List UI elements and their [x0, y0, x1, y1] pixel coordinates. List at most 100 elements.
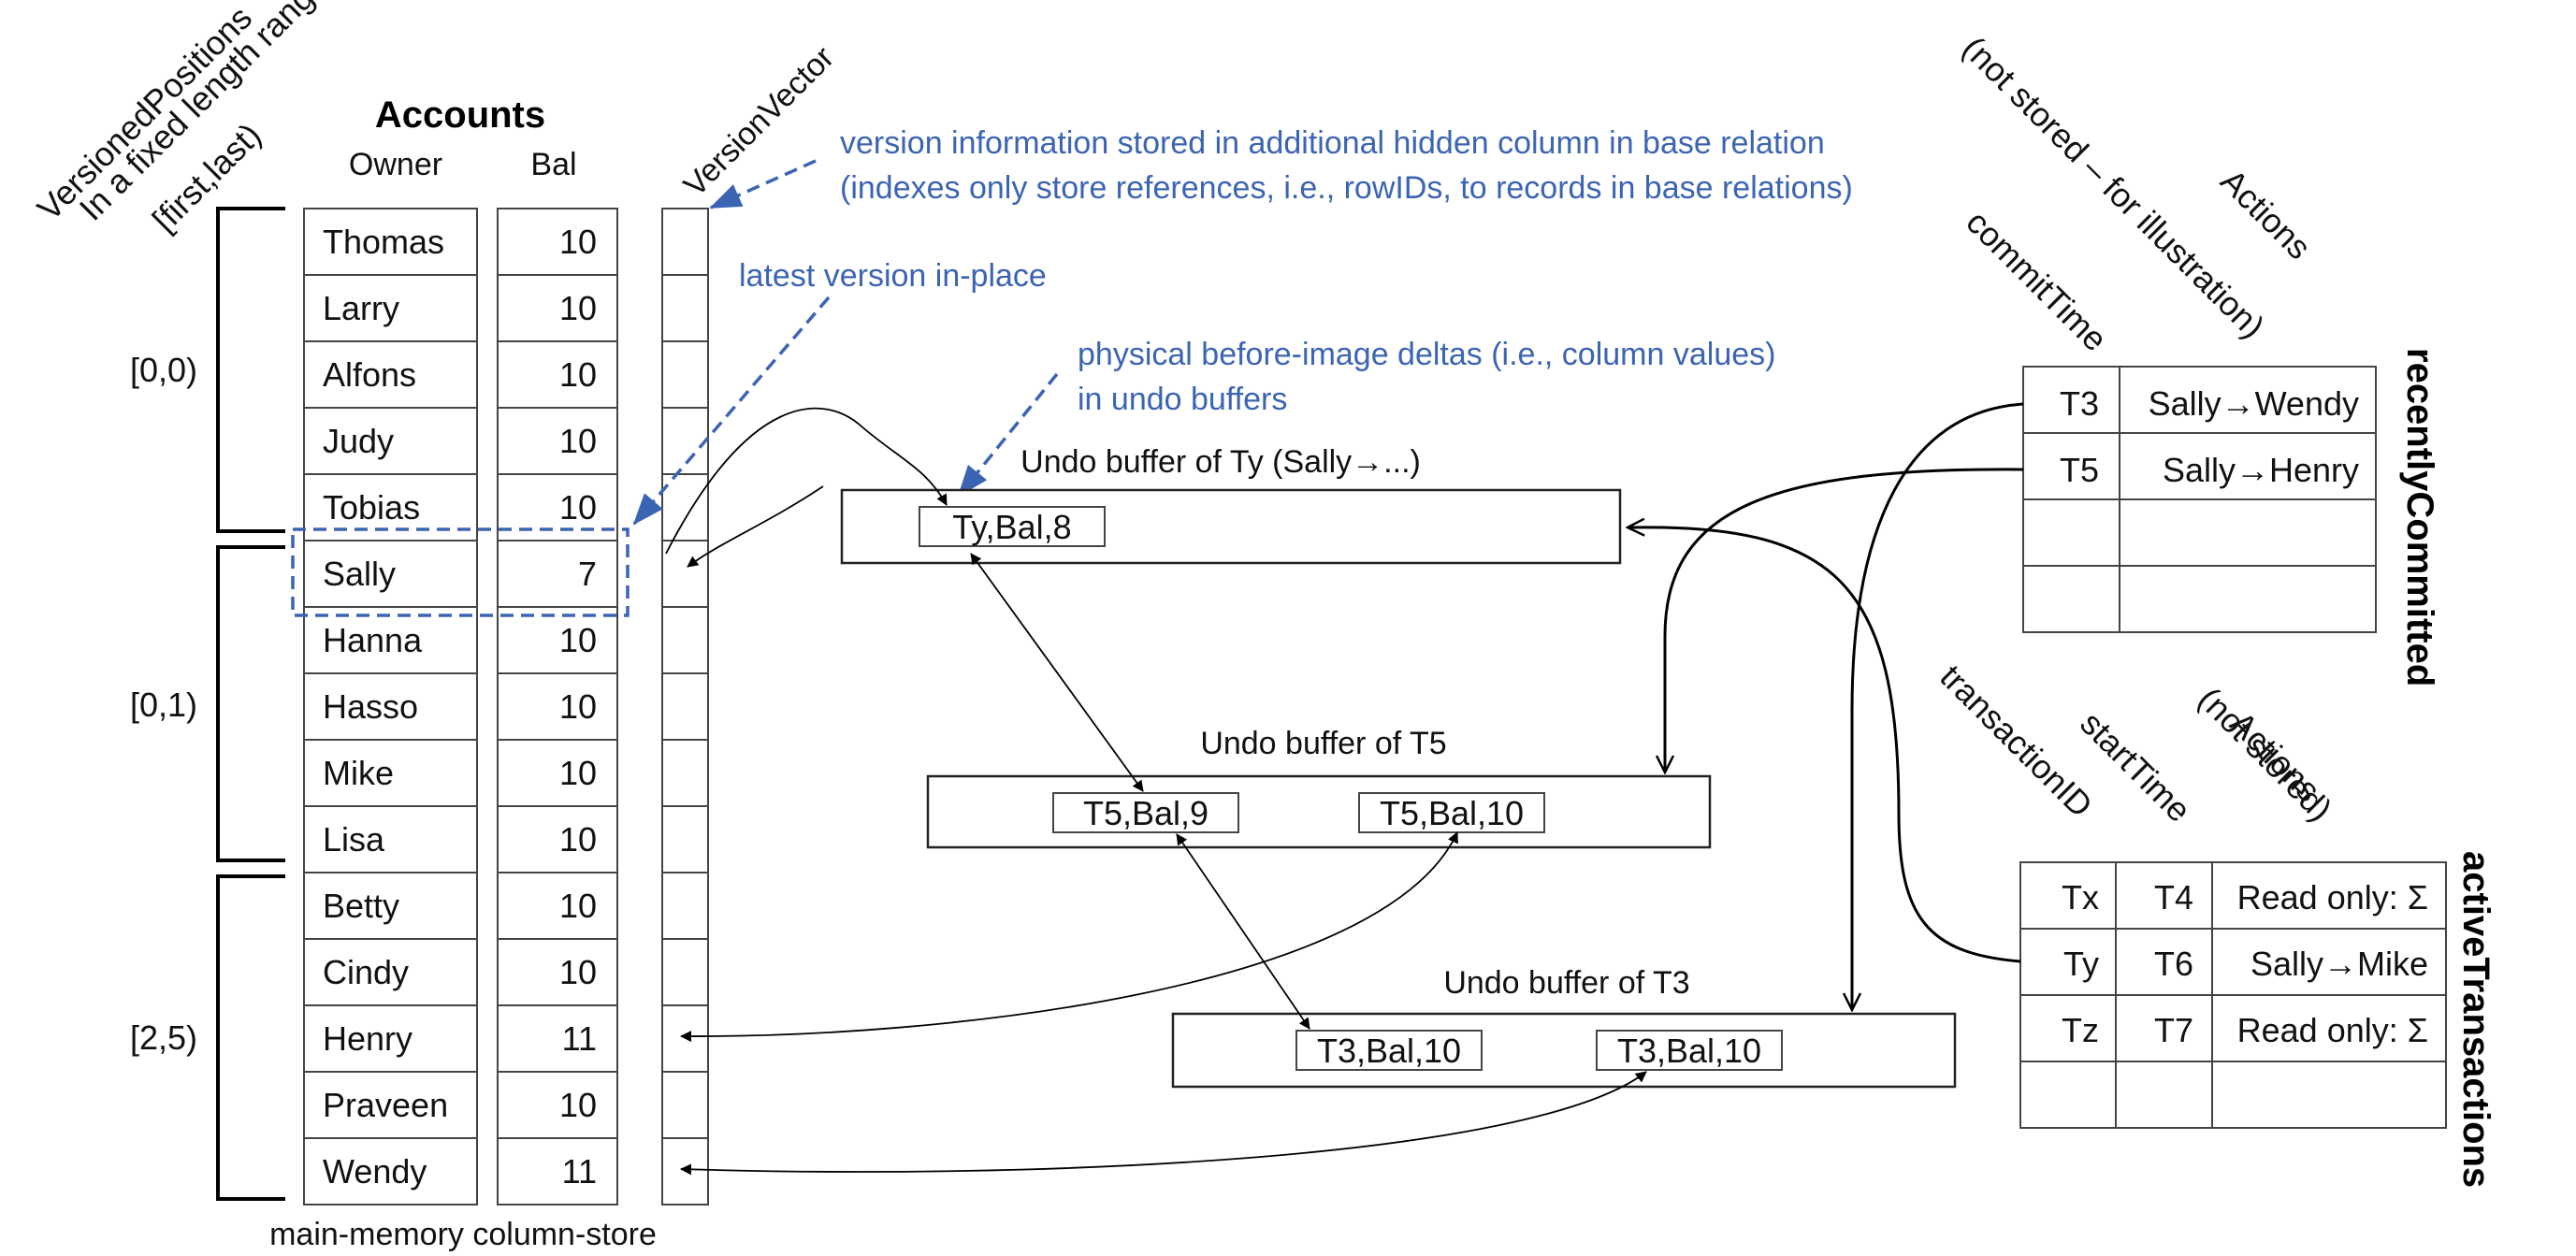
versioned-positions-title: VersionedPositions [30, 0, 260, 228]
version-vector-header: VersionVector [677, 39, 841, 203]
bal-value: 7 [578, 555, 597, 593]
owner-column-header: Owner [349, 147, 442, 182]
bal-cell [497, 739, 618, 807]
at-id-tx: Tx [2062, 878, 2099, 917]
undo-buffer-t3: Undo buffer of T3 T3,Bal,10 T3,Bal,10 [1171, 965, 1957, 1089]
at-id-tz: Tz [2062, 1011, 2099, 1049]
bal-column-header: Bal [530, 147, 576, 182]
bal-cell [497, 473, 618, 541]
owner-cell [303, 805, 478, 873]
bal-value: 10 [559, 820, 597, 859]
latest-in-place-note: latest version in-place [739, 258, 1047, 294]
active-transactions-label: activeTransactions [2455, 851, 2496, 1188]
latest-in-place-arrow [632, 296, 831, 526]
undo-buffer-t3-box [1171, 1012, 1957, 1089]
bal-cell [497, 208, 618, 276]
rc-cell-time-3 [2022, 498, 2120, 567]
recently-committed-table: commitTime Actions (not stored – for ill… [1955, 29, 2440, 687]
range-bracket-3 [216, 874, 285, 1201]
owner-cell [303, 540, 478, 608]
version-vector-cell [661, 340, 709, 409]
bal-cell [497, 805, 618, 873]
bal-value: 10 [559, 887, 597, 925]
version-chain-arrows [665, 402, 2024, 1176]
version-vector-cell [661, 805, 709, 873]
at-cell-start-4 [2115, 1061, 2213, 1129]
undo-entry-t3-bal-10-b-text: T3,Bal,10 [1617, 1032, 1761, 1070]
owner-cell [303, 340, 478, 409]
version-vector-cell [661, 739, 709, 807]
undo-buffer-t5: Undo buffer of T5 T5,Bal,9 T5,Bal,10 [926, 726, 1712, 849]
version-vector-cell [661, 407, 709, 475]
bal-cell [497, 274, 618, 342]
range-label-3: [2,5) [130, 1018, 197, 1057]
at-cell-start-3 [2115, 994, 2213, 1062]
at-start-t7: T7 [2154, 1011, 2193, 1049]
undo-entry-t3-bal-10-b [1596, 1030, 1783, 1071]
accounts-title: Accounts [375, 94, 545, 136]
owner-cell [303, 1004, 478, 1073]
rc-time-t5: T5 [2060, 451, 2099, 489]
bal-value: 10 [559, 1086, 597, 1124]
deltas-note-line1: physical before-image deltas (i.e., colu… [1078, 337, 1775, 372]
owner-value: Tobias [323, 488, 420, 527]
bal-value: 11 [562, 1152, 597, 1191]
arrow-t5-to-henry [680, 831, 1458, 1043]
owner-value: Sally [323, 555, 396, 593]
arrow-sally-to-ty-entry [665, 407, 948, 555]
owner-cell [303, 1071, 478, 1139]
rc-cell-time-2 [2022, 432, 2120, 500]
bal-value: 10 [559, 621, 597, 659]
owner-value: Judy [323, 422, 394, 460]
arrow-t3-to-wendy [680, 1071, 1647, 1176]
at-cell-start-2 [2115, 928, 2213, 996]
arrow-ty-to-t5-bal-9 [970, 553, 1144, 792]
start-time-header: startTime [2073, 704, 2198, 830]
owner-value: Thomas [323, 223, 444, 261]
column-store-caption: main-memory column-store [269, 1217, 657, 1251]
bal-value: 10 [559, 953, 597, 991]
owner-cell [303, 872, 478, 940]
active-transactions-table: transactionID startTime Actions (not sto… [1932, 657, 2496, 1189]
owner-value: Betty [323, 887, 399, 925]
range-brackets: [0,0) [0,1) [2,5) [130, 207, 285, 1201]
undo-entry-t5-bal-9-text: T5,Bal,9 [1083, 794, 1208, 832]
at-actions-note: (not stored) [2191, 680, 2339, 829]
undo-buffer-ty: Undo buffer of Ty (Sally→...) Ty,Bal,8 [840, 444, 1622, 565]
bal-cell [497, 872, 618, 940]
bal-value: 10 [559, 355, 597, 394]
range-bracket-2 [216, 545, 285, 862]
arrow-at-ty-to-undo-ty [1628, 527, 2021, 963]
version-vector-cell [661, 872, 709, 940]
owner-cell [303, 1137, 478, 1205]
rc-action-sally-wendy: Sally→Wendy [2149, 384, 2359, 423]
versioned-positions-header: VersionedPositions In a fixed length ran… [30, 0, 335, 239]
bal-cell [497, 606, 618, 674]
undo-entry-t5-bal-10 [1358, 792, 1545, 833]
deltas-note-line2: in undo buffers [1078, 382, 1287, 417]
bal-value: 10 [559, 754, 597, 792]
bal-value: 10 [559, 488, 597, 527]
at-action-read-only-2: Read only: Σ [2237, 1011, 2428, 1049]
owner-cell [303, 672, 478, 741]
recently-committed-label: recentlyCommitted [2399, 348, 2440, 686]
rc-cell-time-4 [2022, 565, 2120, 633]
version-vector-cell [661, 208, 709, 276]
commit-time-header: commitTime [1959, 203, 2115, 359]
at-cell-id-4 [2019, 1061, 2117, 1129]
bal-cell [497, 340, 618, 409]
owner-cell [303, 606, 478, 674]
owner-value: Mike [323, 754, 394, 792]
owner-cell [303, 274, 478, 342]
rc-actions-header: Actions [2213, 162, 2318, 267]
bal-value: 10 [559, 289, 597, 327]
owner-value: Larry [323, 289, 399, 327]
undo-buffer-ty-title: Undo buffer of Ty (Sally→...) [1020, 444, 1421, 480]
version-vector-cell [661, 1071, 709, 1139]
bal-value: 10 [559, 422, 597, 460]
version-vector-cell [661, 540, 709, 608]
owner-value: Hanna [323, 621, 423, 659]
arrow-rc-t3-to-undo-t3 [1852, 402, 2024, 1010]
